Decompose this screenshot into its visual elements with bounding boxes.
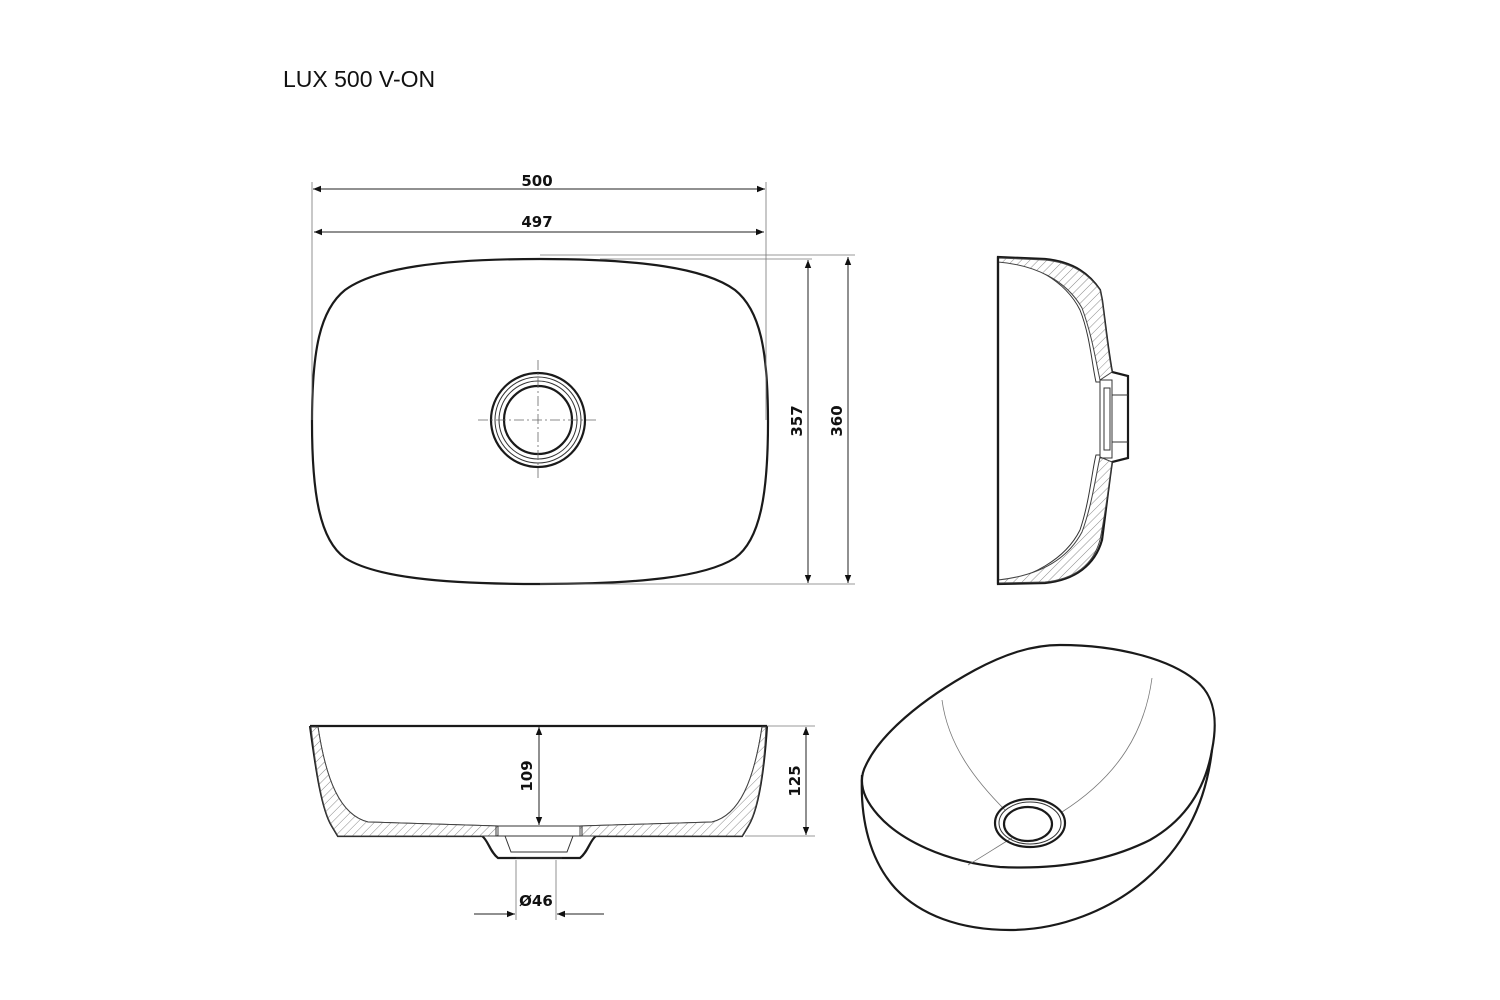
- side-section-hatch-top: [997, 257, 1113, 381]
- iso-inner-line-3: [967, 837, 1013, 866]
- front-drain-flange: [495, 825, 583, 837]
- dim-label-500: 500: [521, 172, 552, 190]
- side-section-hatch-bottom: [997, 456, 1113, 584]
- dim-label-drain: Ø46: [519, 892, 553, 910]
- side-drain-insert: [1099, 379, 1113, 459]
- side-view-outline: [996, 255, 1130, 586]
- iso-drain-outer: [993, 797, 1067, 849]
- drawing-title: LUX 500 V-ON: [283, 66, 435, 92]
- top-view: 500 497 357 360: [310, 172, 855, 586]
- dim-label-109: 109: [518, 760, 536, 791]
- dim-label-497: 497: [521, 213, 552, 231]
- front-view-inner-line: [317, 726, 763, 827]
- isometric-view: [860, 643, 1216, 932]
- iso-drain-inner: [1002, 805, 1054, 843]
- iso-body-outline: [860, 749, 1214, 932]
- iso-inner-line-1: [941, 699, 1006, 811]
- dim-label-125: 125: [786, 765, 804, 796]
- iso-drain-ring: [998, 801, 1062, 845]
- front-section-hatch-left: [310, 726, 499, 837]
- iso-rim-outline: [860, 643, 1216, 869]
- dim-label-360: 360: [828, 405, 846, 436]
- side-drain-core: [1103, 387, 1111, 451]
- front-drain-body: [504, 835, 574, 853]
- side-section-view: [996, 255, 1130, 586]
- iso-inner-line-2: [1061, 677, 1153, 813]
- front-section-view: 109 125 Ø46: [308, 724, 815, 920]
- top-view-outline: [310, 257, 770, 586]
- front-section-hatch-right: [579, 726, 767, 837]
- dim-label-357: 357: [788, 405, 806, 436]
